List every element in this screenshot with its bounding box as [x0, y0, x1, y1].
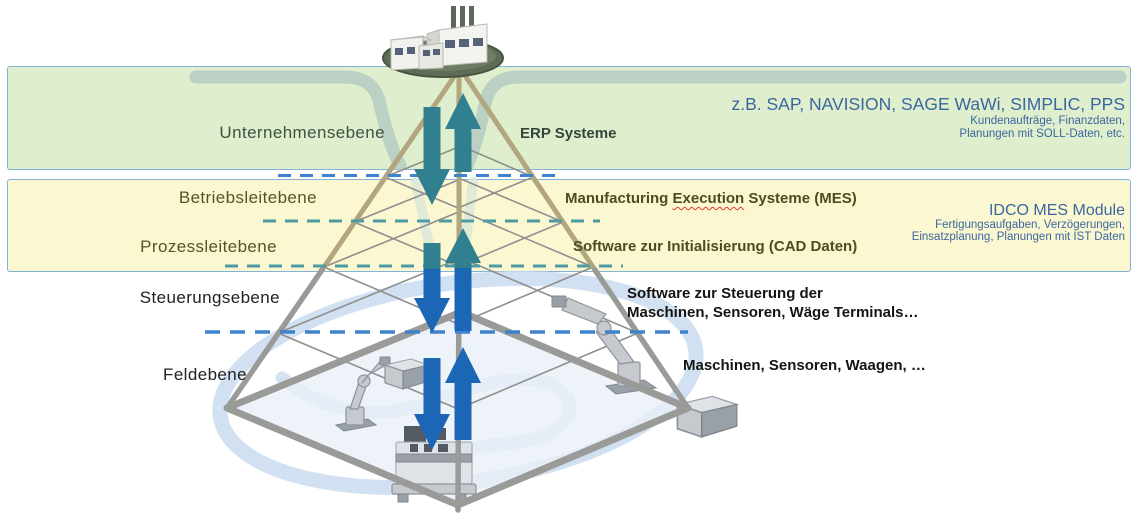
- band-enterprise-level: [7, 66, 1131, 170]
- mes-label: Manufacturing Execution Systeme (MES): [565, 190, 857, 207]
- field-devices-label: Maschinen, Sensoren, Waagen, …: [683, 357, 926, 374]
- level-label-betriebsleitebene: Betriebsleitebene: [178, 188, 317, 207]
- erp-sub-label-2: Planungen mit SOLL-Daten, etc.: [959, 128, 1125, 140]
- level-label-feldebene: Feldebene: [163, 365, 247, 384]
- crate-icon: [383, 358, 431, 390]
- level-label-prozessleitebene: Prozessleitebene: [140, 237, 277, 256]
- mes-label-pre: Manufacturing: [565, 190, 673, 207]
- erp-systems-label: ERP Systeme: [520, 125, 617, 142]
- erp-sub-label-1: Kundenaufträge, Finanzdaten,: [970, 115, 1125, 127]
- mes-sub-label-2: Einsatzplanung, Planungen mit IST Daten: [911, 231, 1125, 243]
- control-software-line2: Maschinen, Sensoren, Wäge Terminals…: [627, 304, 919, 321]
- mes-label-post: Systeme (MES): [744, 190, 857, 207]
- mes-label-spellcheck-word: Execution: [672, 190, 745, 207]
- level-label-steuerungsebene: Steuerungsebene: [139, 288, 280, 307]
- erp-examples-label: z.B. SAP, NAVISION, SAGE WaWi, SIMPLIC, …: [731, 94, 1125, 114]
- idco-mes-module-label: IDCO MES Module: [988, 202, 1125, 219]
- pyramid-floor: [227, 312, 688, 505]
- mes-sub-label-1: Fertigungsaufgaben, Verzögerungen,: [935, 219, 1125, 231]
- control-software-label: Software zur Steuerung der Maschinen, Se…: [627, 284, 918, 322]
- machine-icon: [391, 426, 477, 503]
- cad-software-label: Software zur Initialisierung (CAD Daten): [573, 238, 858, 255]
- level-label-unternehmensebene: Unternehmensebene: [219, 123, 385, 142]
- robot-arm-icon: [334, 356, 391, 432]
- crate-icon: [674, 395, 740, 439]
- control-software-line1: Software zur Steuerung der: [627, 285, 823, 302]
